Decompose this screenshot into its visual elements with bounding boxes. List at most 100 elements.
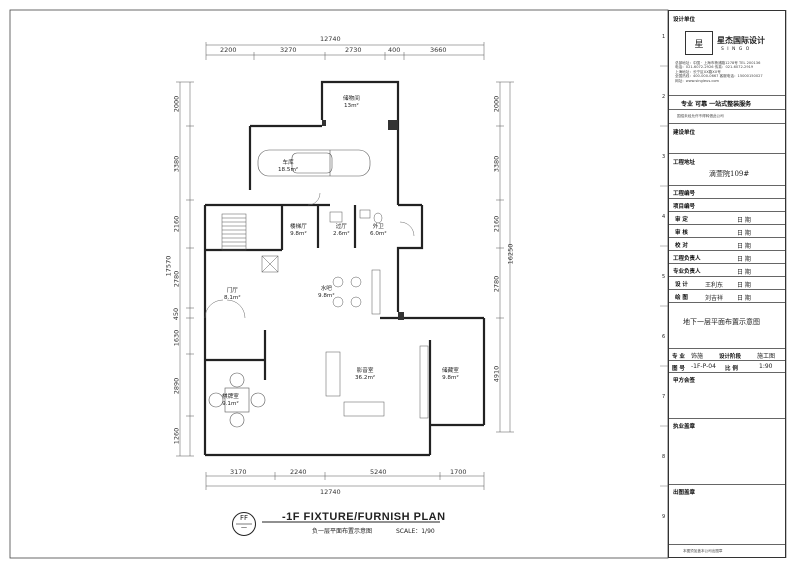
item-no-row: 项目编号 bbox=[669, 198, 785, 211]
signoff-date: 日 期 bbox=[737, 295, 751, 302]
signoff-name: 刘吉祥 bbox=[705, 295, 724, 302]
drawing-no-value: -1F-P-04 bbox=[691, 363, 716, 370]
slogan: 专业 可靠 一站式整装服务 bbox=[681, 101, 752, 108]
signoff-row: 绘 图 刘吉祥 日 期 bbox=[669, 289, 785, 302]
right-dim-5: 4910 bbox=[492, 365, 501, 383]
top-dim-4: 400 bbox=[388, 46, 401, 54]
client-label: 建设单位 bbox=[673, 130, 696, 136]
bar-stools bbox=[332, 269, 381, 315]
stamp-row: 执业盖章 bbox=[669, 418, 785, 484]
spec-row: 专 业 饰施 设计阶段 施工图 bbox=[669, 348, 785, 360]
issue-label: 出图盖章 bbox=[673, 490, 696, 496]
signoff-name: 王利东 bbox=[705, 282, 724, 289]
party-a-row: 甲方会签 bbox=[669, 372, 785, 418]
footer-note: 本图须加盖本公司出图章 bbox=[683, 549, 723, 553]
left-total-dim: 17570 bbox=[164, 255, 173, 277]
company-logo: 星 bbox=[685, 31, 713, 55]
left-dim-5: 450 bbox=[172, 307, 181, 321]
company-info-line: 网址：www.singleus.com bbox=[675, 78, 720, 83]
left-dim-2: 3380 bbox=[172, 155, 181, 173]
right-dimension-lines bbox=[496, 81, 514, 433]
logo-glyph: 星 bbox=[694, 39, 704, 50]
badge-top: FF bbox=[239, 514, 249, 522]
margin-number: 2 bbox=[662, 94, 666, 100]
door-swings bbox=[204, 192, 415, 319]
left-dim-1: 2000 bbox=[172, 95, 181, 113]
company-name: 星杰国际设计 bbox=[717, 36, 765, 45]
signoff-label: 校 对 bbox=[675, 243, 688, 249]
issue-row: 出图盖章 bbox=[669, 484, 785, 544]
site-label: 工程地址 bbox=[673, 160, 696, 166]
left-dimension-lines bbox=[176, 81, 194, 457]
site-row: 工程地址 滴萱院109# bbox=[669, 153, 785, 185]
project-no-label: 工程编号 bbox=[673, 191, 696, 197]
party-a-label: 甲方会签 bbox=[673, 378, 696, 384]
badge-bottom: 一 bbox=[240, 525, 247, 532]
margin-number: 6 bbox=[662, 334, 666, 340]
design-unit-label: 设计单位 bbox=[673, 17, 696, 23]
top-dim-3: 2730 bbox=[345, 46, 362, 54]
margin-number: 1 bbox=[662, 34, 666, 40]
title-block: 设计单位 星 星杰国际设计 S I N G O 总部地址：中国 · 上海市杨浦路… bbox=[668, 10, 786, 558]
margin-number: 8 bbox=[662, 454, 666, 460]
bottom-dim-3: 5240 bbox=[370, 468, 387, 476]
plan-subtitle: 负一层平面布置示意图 bbox=[312, 528, 373, 535]
company-info-line: 总部地址：中国 · 上海市杨浦路1278号 TEL 200136 bbox=[675, 61, 761, 65]
bottom-dimension-lines bbox=[205, 472, 485, 490]
bottom-dim-2: 2240 bbox=[290, 468, 307, 476]
client-row: 建设单位 bbox=[669, 123, 785, 153]
spec-label: 专 业 bbox=[672, 354, 685, 360]
signoff-date: 日 期 bbox=[737, 230, 751, 237]
signoff-date: 日 期 bbox=[737, 256, 751, 263]
signoff-label: 审 核 bbox=[675, 230, 688, 236]
company-info-line: 上海地址：长宁区XX路XX号 bbox=[675, 69, 721, 74]
bottom-dim-1: 3170 bbox=[230, 468, 247, 476]
left-dim-3: 2160 bbox=[172, 215, 181, 233]
drawing-no-label: 图 号 bbox=[672, 366, 685, 372]
item-no-label: 项目编号 bbox=[673, 204, 696, 210]
signoff-label: 专业负责人 bbox=[673, 269, 701, 275]
ratio-value: 1:90 bbox=[759, 363, 773, 370]
signoff-row: 专业负责人 日 期 bbox=[669, 263, 785, 276]
top-dim-2: 3270 bbox=[280, 46, 297, 54]
company-info-line: 全国热线：400-000-0667 客服电话：15000150027 bbox=[675, 74, 763, 79]
bottom-dim-4: 1700 bbox=[450, 468, 467, 476]
left-dim-6: 1630 bbox=[172, 329, 181, 347]
left-dim-8: 1260 bbox=[172, 427, 181, 445]
signoff-date: 日 期 bbox=[737, 217, 751, 224]
top-dim-1: 2200 bbox=[220, 46, 237, 54]
company-line: 国绍未经允许不得转借此公司 bbox=[677, 114, 724, 118]
signoff-date: 日 期 bbox=[737, 243, 751, 250]
stamp-label: 执业盖章 bbox=[673, 424, 696, 430]
stage-label: 设计阶段 bbox=[719, 354, 742, 360]
drawing-no-row: 图 号 -1F-P-04 比 例 1:90 bbox=[669, 360, 785, 372]
signoff-date: 日 期 bbox=[737, 282, 751, 289]
site-value: 滴萱院109# bbox=[709, 170, 750, 178]
footer-row: 本图须加盖本公司出图章 bbox=[669, 544, 785, 558]
car-symbol bbox=[257, 149, 371, 177]
right-dim-2: 3380 bbox=[492, 155, 501, 173]
company-info-line: 电话：021-6072-2926 传真：021-6072-2919 bbox=[675, 65, 754, 70]
top-dimension-lines bbox=[205, 42, 485, 60]
left-dim-4: 2780 bbox=[172, 270, 181, 288]
stage-value: 施工图 bbox=[757, 353, 776, 360]
signoff-label: 工程负责人 bbox=[673, 256, 701, 262]
signoff-date: 日 期 bbox=[737, 269, 751, 276]
plan-scale: SCALE：1/90 bbox=[396, 528, 435, 535]
theater-sofa bbox=[325, 345, 429, 419]
right-dim-3: 2160 bbox=[492, 215, 501, 233]
company-en: S I N G O bbox=[721, 47, 751, 52]
margin-number: 5 bbox=[662, 274, 666, 280]
signoff-label: 设 计 bbox=[675, 282, 688, 288]
margin-ticks bbox=[660, 65, 668, 487]
signoff-row: 校 对 日 期 bbox=[669, 237, 785, 250]
margin-number: 3 bbox=[662, 154, 666, 160]
